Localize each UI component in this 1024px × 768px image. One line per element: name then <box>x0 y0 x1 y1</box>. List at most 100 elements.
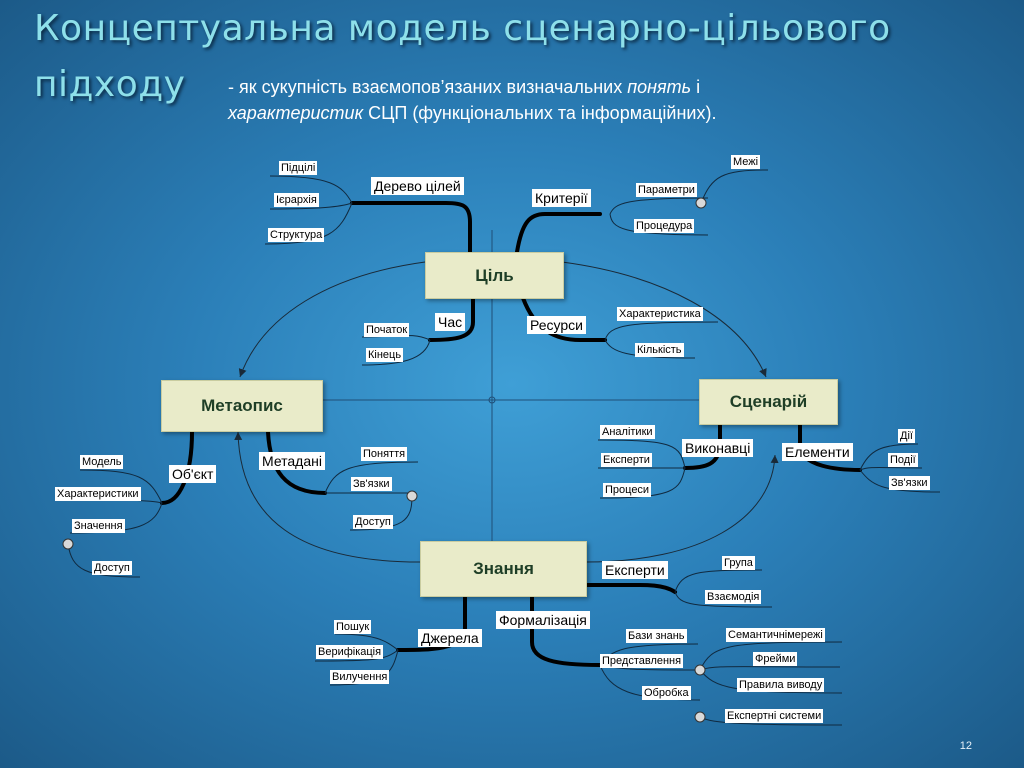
leaf-bounds: Межі <box>731 155 761 169</box>
page-title-line2: підходу <box>34 64 186 105</box>
leaf-extraction: Вилучення <box>330 670 390 684</box>
leaf-subgoals: Підцілі <box>279 161 318 175</box>
subtitle-part4: характеристик <box>228 103 364 123</box>
subtitle-part5: СЦП (функціональних та інформаційних). <box>363 103 717 123</box>
leaf-line-rules <box>699 669 843 694</box>
leaf-representation: Представлення <box>600 654 684 668</box>
arrow-knowledge-to-scenario <box>584 454 779 563</box>
leaf-actions: Дії <box>898 429 915 443</box>
leaf-start: Початок <box>364 323 410 337</box>
branch-time: Час <box>435 313 466 331</box>
leaf-line-hierarchy <box>269 202 353 210</box>
leaf-knowledge-bases: Бази знань <box>626 629 687 643</box>
leaf-line-procedure <box>609 213 709 236</box>
leaf-line-subgoals <box>269 175 353 204</box>
leaf-model: Модель <box>80 455 124 469</box>
leaf-processes: Процеси <box>603 483 652 497</box>
leaf-frames: Фрейми <box>753 652 798 666</box>
leaf-hierarchy: Ієрархія <box>274 193 319 207</box>
leaf-end: Кінець <box>366 348 404 362</box>
branch-formalization: Формалізація <box>496 611 590 629</box>
branch-goal-tree: Дерево цілей <box>371 177 464 195</box>
connector-dot-center <box>488 396 496 404</box>
branch-resources: Ресурси <box>527 316 586 334</box>
branch-metadata: Метадані <box>259 452 325 470</box>
leaf-procedure: Процедура <box>634 219 695 233</box>
leaf-line-search <box>334 633 399 651</box>
branch-object: Об'єкт <box>169 465 217 483</box>
leaf-element-links: Зв'язки <box>889 476 930 490</box>
arrow-goal-to-scenario <box>561 261 767 378</box>
page-title-line1: Концептуальна модель сценарно-цільового <box>34 8 891 49</box>
page-number: 12 <box>959 740 972 752</box>
subtitle: - як сукупність взаємопов’язаних визнача… <box>228 74 928 126</box>
leaf-line-events <box>859 467 923 471</box>
connector-dot-links <box>406 490 418 502</box>
leaf-line-meta-access <box>349 495 413 531</box>
leaf-interaction: Взаємодія <box>705 590 762 604</box>
leaf-analysts: Аналітики <box>600 425 655 439</box>
node-metaopis: Метаопис <box>161 380 323 432</box>
leaf-line-obj-access <box>67 543 141 578</box>
leaf-line-group <box>674 569 763 593</box>
leaf-characteristic: Характеристика <box>617 307 703 321</box>
leaf-line-processes <box>599 467 686 499</box>
leaf-verification: Верифікація <box>316 645 384 659</box>
leaf-links: Зв'язки <box>351 477 392 491</box>
leaf-line-end <box>361 339 431 366</box>
leaf-line-bounds <box>700 169 769 204</box>
leaf-line-verification <box>314 649 399 662</box>
leaf-line-model <box>79 469 163 504</box>
branch-criteria: Критерії <box>532 189 591 207</box>
subtitle-part3: і <box>691 77 701 97</box>
leaf-line-el-links <box>859 469 941 493</box>
leaf-values: Значення <box>72 519 125 533</box>
branch-line-metadata <box>266 430 327 495</box>
branch-line-criteria <box>515 212 602 254</box>
leaf-rules: Правила виводу <box>737 678 825 692</box>
leaf-events: Події <box>888 453 918 467</box>
leaf-line-parameters <box>609 197 709 215</box>
leaf-quantity: Кількість <box>635 343 684 357</box>
leaf-exec-experts: Експерти <box>601 453 652 467</box>
node-knowledge: Знання <box>420 541 587 597</box>
node-goal: Ціль <box>425 252 564 299</box>
leaf-processing: Обробка <box>642 686 691 700</box>
connector-dot-processing <box>694 711 706 723</box>
arrow-knowledge-to-meta <box>234 431 421 563</box>
leaf-line-structure <box>264 202 353 245</box>
leaf-parameters: Параметри <box>636 183 697 197</box>
branch-elements: Елементи <box>782 443 853 461</box>
leaf-line-characteristic <box>604 321 719 341</box>
leaf-line-semnets <box>699 641 843 671</box>
leaf-metadata-access: Доступ <box>353 515 393 529</box>
leaf-line-interaction <box>674 591 773 608</box>
leaf-line-actions <box>859 443 919 471</box>
leaf-line-analysts <box>597 439 686 469</box>
leaf-group: Група <box>722 556 755 570</box>
branch-line-time <box>428 296 475 342</box>
branch-line-experts <box>583 583 677 594</box>
leaf-line-concepts <box>324 461 419 494</box>
branch-line-formalization <box>530 595 602 667</box>
connector-dot-representation <box>694 664 706 676</box>
connector-dot-values <box>62 538 74 550</box>
node-scenario: Сценарій <box>699 379 838 425</box>
leaf-search: Пошук <box>334 620 372 634</box>
connector-dot-parameters <box>695 197 707 209</box>
arrow-goal-to-meta <box>238 261 426 378</box>
leaf-concepts: Поняття <box>361 447 408 461</box>
branch-line-object <box>160 430 194 505</box>
branch-executors: Виконавці <box>682 439 754 457</box>
leaf-object-access: Доступ <box>92 561 132 575</box>
branch-sources: Джерела <box>418 629 482 647</box>
leaf-semantic-networks: Семантичнімережі <box>726 628 825 642</box>
subtitle-part2: понять <box>627 77 692 97</box>
branch-line-goal-tree <box>350 201 472 254</box>
subtitle-part1: - як сукупність взаємопов’язаних визнача… <box>228 77 628 97</box>
leaf-line-quantity <box>604 339 696 359</box>
leaf-structure: Структура <box>268 228 325 242</box>
leaf-expert-systems: Експертні системи <box>725 709 824 723</box>
branch-experts: Експерти <box>602 561 668 579</box>
